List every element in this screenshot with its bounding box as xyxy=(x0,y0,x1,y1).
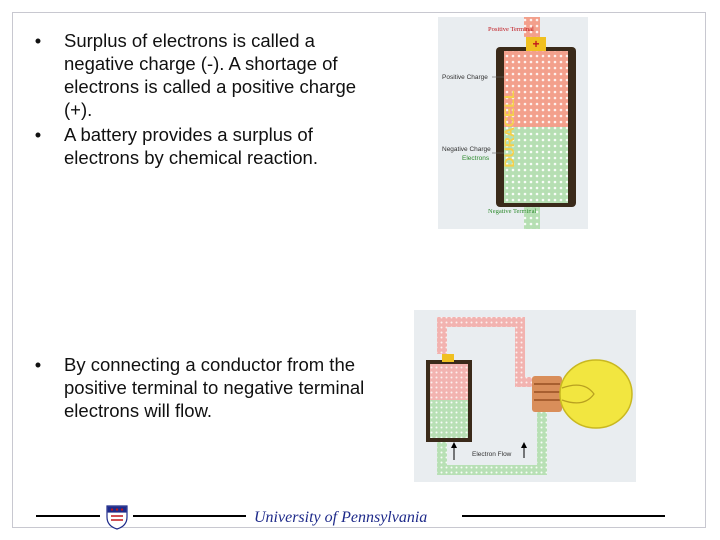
label-positive-charge: Positive Charge xyxy=(442,74,488,81)
negative-wire xyxy=(437,406,547,475)
bulb-base xyxy=(532,376,562,412)
bullet-text: Surplus of electrons is called a negativ… xyxy=(64,30,357,120)
bullet-list-top: • Surplus of electrons is called a negat… xyxy=(30,29,370,171)
label-negative-charge: Negative Charge xyxy=(442,146,491,153)
battery-diagram: + DURACELL Positive Terminal Positive Ch… xyxy=(438,17,588,229)
negative-charge-region xyxy=(504,127,568,203)
bullet-item: • By connecting a conductor from the pos… xyxy=(30,353,370,422)
bullet-text: By connecting a conductor from the posit… xyxy=(64,354,365,421)
slide-frame xyxy=(12,12,706,528)
circuit-battery-negative xyxy=(430,400,468,438)
university-crest-icon xyxy=(106,505,128,530)
circuit-battery-positive xyxy=(430,364,468,400)
negative-wire-bottom xyxy=(524,207,540,229)
footer-rule-middle xyxy=(133,515,246,517)
label-electrons: Electrons xyxy=(462,155,490,162)
bulb-filament xyxy=(561,384,595,404)
footer-rule-left xyxy=(36,515,100,517)
positive-wire xyxy=(437,317,542,387)
bullet-glyph: • xyxy=(34,30,42,51)
positive-charge-region xyxy=(504,51,568,127)
footer-university-name: University of Pennsylvania xyxy=(254,509,428,526)
footer-rule-right xyxy=(462,515,665,517)
positive-wire-top xyxy=(524,17,540,37)
light-bulb xyxy=(559,359,633,429)
label-positive-terminal: Positive Terminal xyxy=(488,26,534,33)
bullet-list-bottom: • By connecting a conductor from the pos… xyxy=(30,353,370,424)
battery-brand: DURACELL xyxy=(501,90,517,167)
bullet-item: • A battery provides a surplus of electr… xyxy=(30,123,370,169)
plus-sign: + xyxy=(532,37,539,51)
label-electron-flow: Electron Flow xyxy=(472,451,512,458)
bullet-item: • Surplus of electrons is called a negat… xyxy=(30,29,370,121)
bullet-glyph: • xyxy=(34,354,42,375)
bullet-glyph: • xyxy=(34,124,42,145)
positive-terminal-cap xyxy=(526,37,546,51)
label-negative-terminal: Negative Terminal xyxy=(488,208,537,215)
bullet-text: A battery provides a surplus of electron… xyxy=(64,124,318,168)
circuit-battery-terminal xyxy=(442,354,454,362)
circuit-diagram: Electron Flow xyxy=(414,310,636,482)
